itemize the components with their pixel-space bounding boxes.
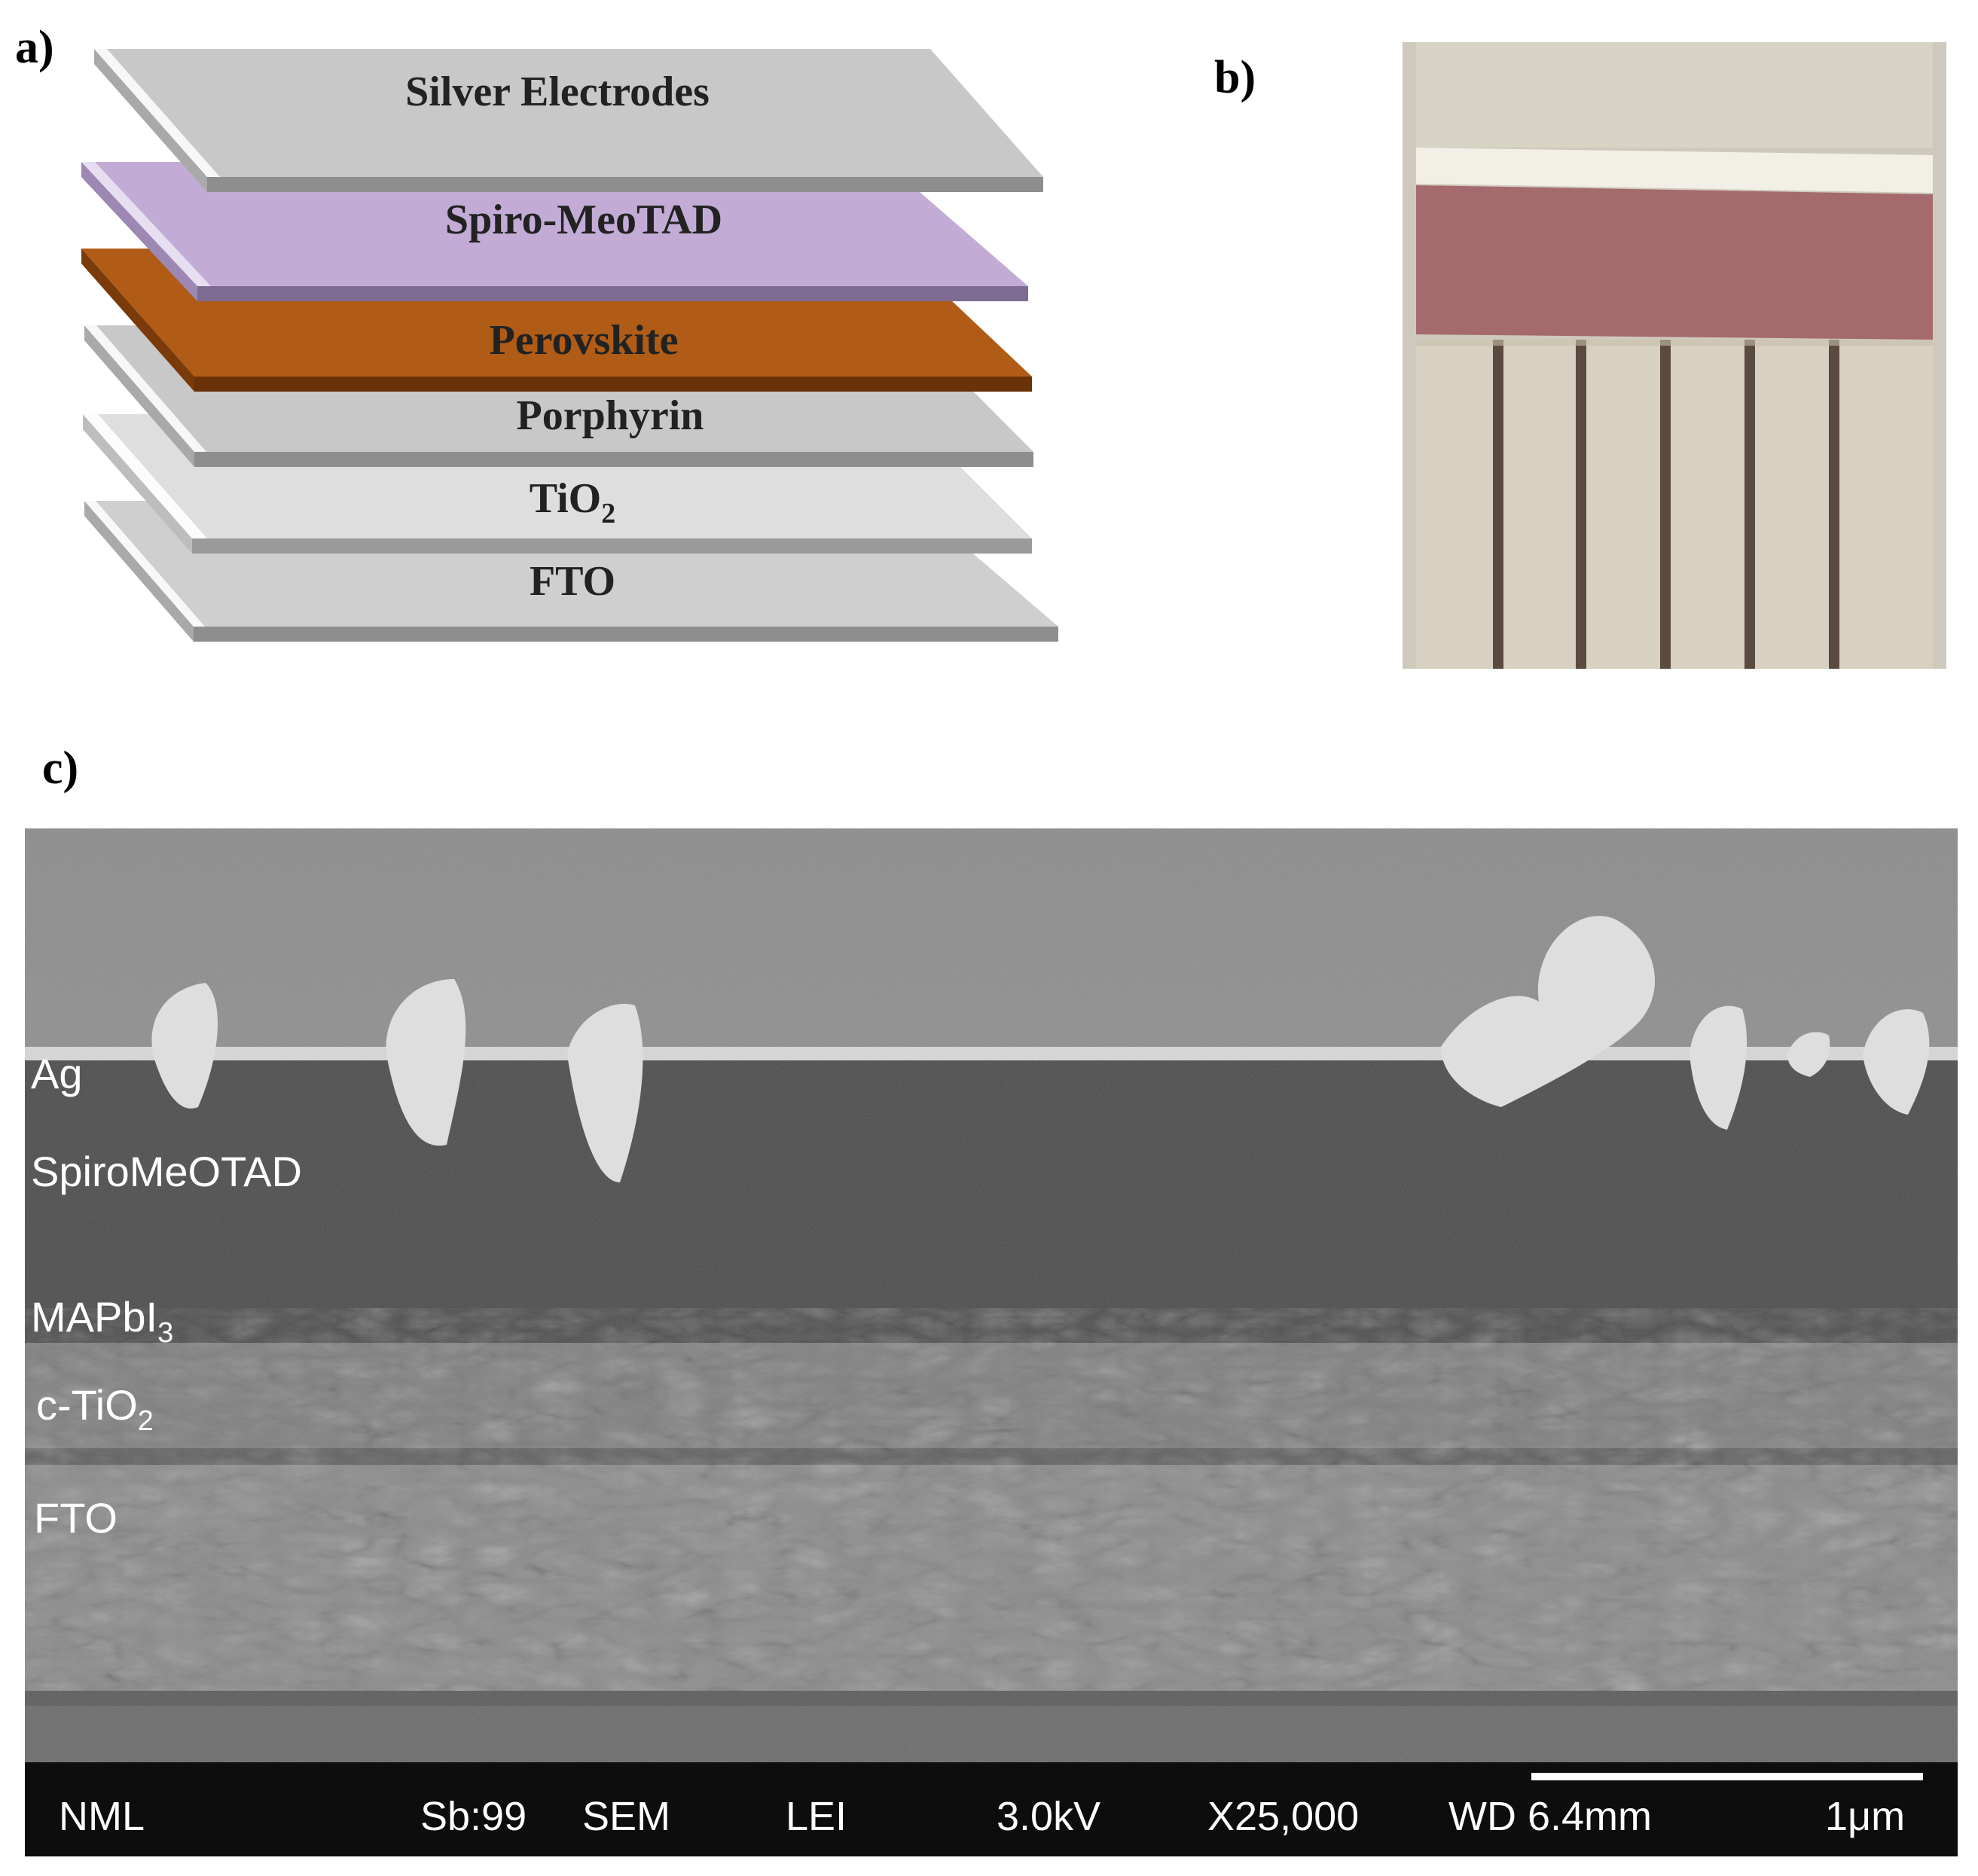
photo-electrode-gaps: [1493, 340, 1839, 669]
layer-silver-electrodes: Silver Electrodes: [94, 49, 1043, 192]
sem-info-bar-text: NML Sb:99 SEM LEI 3.0kV X25,000 WD 6.4mm…: [59, 1794, 1905, 1839]
info-magnification: X25,000: [1207, 1794, 1359, 1839]
photo-perovskite-film: [1416, 185, 1933, 340]
sem-ag-particles: [151, 916, 1930, 1182]
sem-label-ag: Ag: [31, 1050, 83, 1097]
layer-label-porphyrin: Porphyrin: [517, 392, 704, 439]
info-lab: NML: [59, 1794, 145, 1839]
panel-label-c: c): [42, 743, 79, 794]
info-wd: WD 6.4mm: [1448, 1794, 1652, 1839]
layer-stack-diagram: FTO TiO2 Porphyrin Perovskite Spiro-MeoT…: [81, 49, 1058, 642]
device-photo: [1403, 42, 1946, 669]
layer-spiro: Spiro-MeoTAD: [81, 162, 1028, 301]
info-mode: SEM: [582, 1794, 670, 1839]
info-sb: Sb:99: [420, 1794, 527, 1839]
layer-label-tio2: TiO2: [530, 475, 615, 529]
info-scale: 1μm: [1825, 1794, 1905, 1839]
scale-bar: [1531, 1773, 1923, 1780]
sem-label-spiromeotad: SpiroMeOTAD: [31, 1148, 302, 1195]
sem-cross-section: NML Sb:99 SEM LEI 3.0kV X25,000 WD 6.4mm…: [25, 828, 1958, 1856]
panel-label-b: b): [1214, 52, 1256, 103]
layer-label-fto: FTO: [530, 558, 615, 605]
info-detector: LEI: [786, 1794, 847, 1839]
panel-label-a: a): [15, 22, 54, 73]
sem-label-c-tio2: c-TiO2: [36, 1381, 154, 1437]
sem-label-fto: FTO: [34, 1494, 118, 1542]
layer-label-spiro-meotad: Spiro-MeoTAD: [445, 197, 722, 243]
info-voltage: 3.0kV: [997, 1794, 1100, 1839]
sem-label-mapbi3: MAPbI3: [31, 1293, 173, 1349]
photo-white-strip: [1416, 148, 1933, 193]
layer-label-perovskite: Perovskite: [490, 317, 679, 364]
layer-label-silver-electrodes: Silver Electrodes: [405, 69, 710, 115]
